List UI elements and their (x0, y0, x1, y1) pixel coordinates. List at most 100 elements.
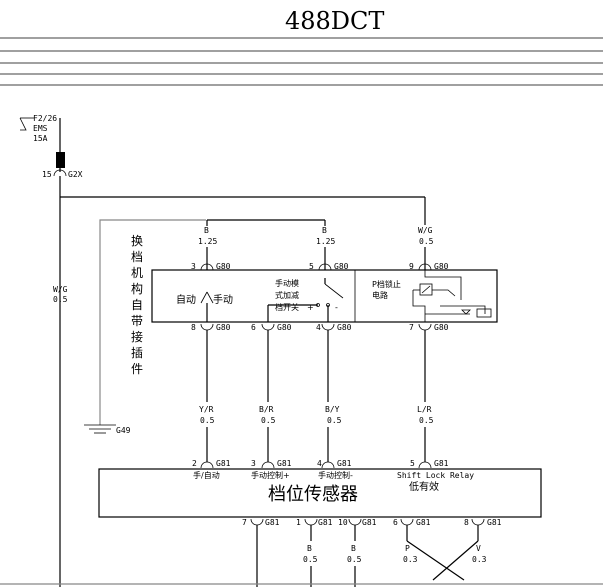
fuse-icon (56, 152, 65, 168)
svg-text:B/R: B/R (259, 405, 274, 414)
svg-text:6: 6 (393, 518, 398, 527)
svg-text:7: 7 (409, 323, 414, 332)
sensor-pin-top-2: 3 G81 手动控制+ (251, 459, 292, 480)
svg-text:4: 4 (317, 459, 322, 468)
svg-text:B/Y: B/Y (325, 405, 340, 414)
ground-label: G49 (116, 426, 131, 435)
svg-text:P: P (405, 544, 410, 553)
svg-text:电路: 电路 (372, 290, 388, 300)
svg-text:0.5: 0.5 (347, 555, 362, 564)
header-lines (0, 37, 603, 86)
sensor-pin-bottom-3: 10 G81 B 0.5 (338, 518, 377, 587)
svg-text:G80: G80 (334, 262, 349, 271)
svg-text:G80: G80 (216, 262, 231, 271)
supply-wire-color: W/G (53, 285, 68, 294)
svg-text:机: 机 (131, 266, 143, 280)
svg-text:5: 5 (410, 459, 415, 468)
svg-text:Shift Lock Relay: Shift Lock Relay (397, 471, 474, 480)
svg-text:+: + (307, 303, 314, 312)
svg-text:G81: G81 (362, 518, 377, 527)
svg-text:B: B (204, 226, 209, 235)
top-pin-2: B 1.25 5 G80 (309, 220, 349, 271)
ground-g49: G49 (84, 219, 206, 435)
sensor-pin-top-1: 2 G81 手/自动 (192, 459, 231, 480)
svg-text:G81: G81 (487, 518, 502, 527)
svg-text:P档锁止: P档锁止 (372, 279, 401, 289)
svg-text:B: B (307, 544, 312, 553)
svg-text:3: 3 (251, 459, 256, 468)
svg-text:0.3: 0.3 (472, 555, 487, 564)
module-vertical-label: 换 档 机 构 自 带 接 插 件 (131, 234, 143, 376)
svg-text:G81: G81 (216, 459, 231, 468)
svg-text:5: 5 (309, 262, 314, 271)
svg-text:9: 9 (409, 262, 414, 271)
svg-text:Y/R: Y/R (199, 405, 214, 414)
sensor-pin-bottom-1: 7 G81 (242, 518, 280, 587)
svg-text:0.5: 0.5 (419, 237, 434, 246)
svg-text:自动: 自动 (176, 293, 196, 306)
svg-text:B: B (322, 226, 327, 235)
diagram-title: 488DCT (285, 7, 384, 35)
svg-text:G80: G80 (434, 323, 449, 332)
svg-text:0.3: 0.3 (403, 555, 418, 564)
top-pin-3: W/G 0.5 9 G80 (409, 226, 449, 271)
top-pin-1: B 1.25 3 G80 (191, 220, 231, 271)
sensor-name: 档位传感器 (268, 484, 358, 505)
svg-text:-: - (335, 303, 338, 312)
svg-text:G81: G81 (265, 518, 280, 527)
svg-text:手动模: 手动模 (275, 278, 299, 288)
bottom-pin-4: 7 G80 L/R 0.5 (409, 323, 449, 462)
connector-g2x: 15 G2X (42, 169, 83, 179)
g2x-name: G2X (68, 170, 83, 179)
svg-text:6: 6 (251, 323, 256, 332)
svg-text:G81: G81 (337, 459, 352, 468)
fuse-label-2: EMS (33, 124, 48, 133)
svg-text:8: 8 (191, 323, 196, 332)
twisted-pair-cross (406, 540, 479, 581)
p-lock-circuit: P档锁止 电路 (372, 270, 492, 322)
sensor-pin-top-4: 5 G81 Shift Lock Relay (397, 459, 474, 480)
svg-text:自: 自 (131, 298, 143, 312)
bottom-pin-3: 4 G80 B/Y 0.5 (316, 323, 352, 462)
manual-mode-switch: 手动模 式加减 档开关 + - (267, 278, 344, 322)
svg-text:档开关: 档开关 (275, 302, 299, 312)
sensor-low-active: 低有效 (409, 480, 439, 493)
sensor-pin-top-3: 4 G81 手动控制- (317, 459, 353, 480)
svg-text:接: 接 (131, 329, 143, 344)
bottom-pin-1: 8 G80 Y/R 0.5 (191, 323, 231, 462)
svg-text:1.25: 1.25 (198, 237, 217, 246)
svg-text:3: 3 (191, 262, 196, 271)
svg-text:G81: G81 (434, 459, 449, 468)
svg-text:手动控制+: 手动控制+ (251, 470, 290, 480)
svg-text:0.5: 0.5 (303, 555, 318, 564)
svg-text:换: 换 (131, 234, 143, 248)
svg-text:构: 构 (131, 281, 143, 296)
svg-text:W/G: W/G (418, 226, 433, 235)
svg-text:G81: G81 (318, 518, 333, 527)
auto-manual-switch: 自动 手动 (176, 291, 233, 322)
svg-text:G80: G80 (216, 323, 231, 332)
svg-text:G81: G81 (277, 459, 292, 468)
bottom-pin-2: 6 G80 B/R 0.5 (251, 323, 292, 462)
svg-text:8: 8 (464, 518, 469, 527)
svg-text:手动控制-: 手动控制- (318, 470, 353, 480)
svg-text:带: 带 (131, 314, 143, 328)
svg-text:插: 插 (131, 346, 143, 360)
svg-text:10: 10 (338, 518, 348, 527)
svg-text:V: V (476, 544, 481, 553)
svg-text:0.5: 0.5 (200, 416, 215, 425)
sensor-pin-bottom-4: 6 G81 P 0.3 (393, 518, 431, 564)
svg-text:0.5: 0.5 (419, 416, 434, 425)
svg-text:手/自动: 手/自动 (193, 470, 220, 480)
svg-text:式加减: 式加减 (275, 290, 299, 300)
svg-text:0.5: 0.5 (261, 416, 276, 425)
svg-text:7: 7 (242, 518, 247, 527)
supply-wire-gauge: 0.5 (53, 295, 68, 304)
svg-text:0.5: 0.5 (327, 416, 342, 425)
svg-text:G80: G80 (434, 262, 449, 271)
svg-text:2: 2 (192, 459, 197, 468)
svg-text:B: B (351, 544, 356, 553)
fuse-source: F2/26 EMS 15A (19, 114, 65, 172)
sensor-pin-bottom-5: 8 G81 V 0.3 (464, 518, 502, 564)
